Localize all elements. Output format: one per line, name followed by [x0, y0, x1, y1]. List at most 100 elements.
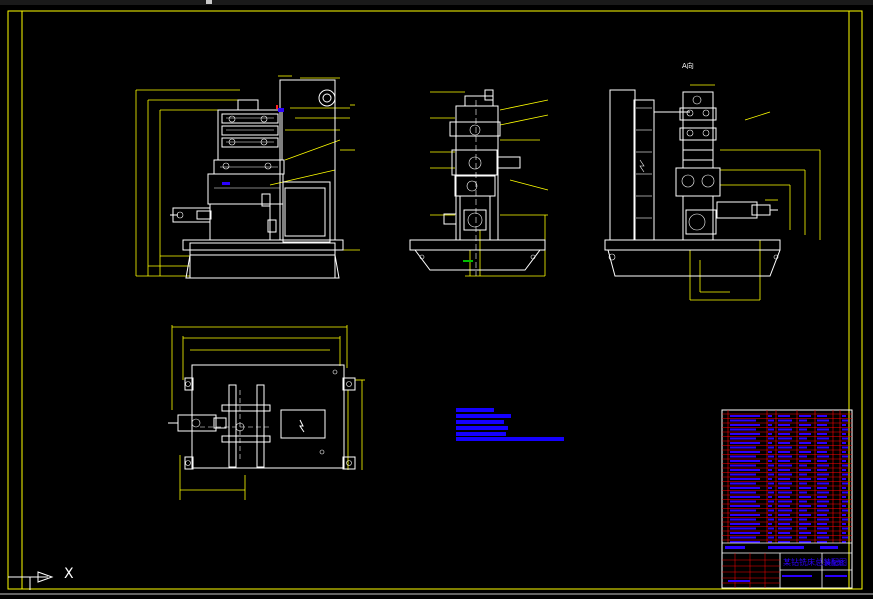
parts-list-cell-fill — [778, 437, 792, 440]
parts-list-cell-fill — [799, 527, 807, 530]
parts-list-cell-fill — [730, 532, 760, 534]
parts-list-cell-fill — [730, 509, 756, 512]
parts-list-cell-fill — [768, 500, 774, 503]
parts-list-cell-fill — [817, 419, 829, 422]
parts-list-cell-fill — [842, 496, 846, 498]
a-view-label: A向 — [682, 61, 694, 70]
parts-list-cell-fill — [768, 478, 772, 480]
parts-list-cell-fill — [778, 482, 792, 485]
front-view — [135, 75, 360, 279]
parts-list-cell-fill — [799, 415, 811, 417]
parts-list-cell-fill — [817, 460, 827, 462]
parts-list-cell-fill — [778, 496, 790, 498]
technical-notes — [456, 408, 564, 441]
parts-list-cell-fill — [799, 437, 807, 440]
parts-list-cell-fill — [799, 500, 807, 503]
parts-list-cell-fill — [778, 505, 790, 507]
front-view-details — [176, 115, 280, 219]
parts-list-cell-fill — [842, 415, 846, 417]
parts-list-cell-fill — [778, 509, 792, 512]
parts-list-cell-fill — [768, 536, 774, 539]
parts-list-cell-fill — [768, 518, 774, 521]
a-view-body — [604, 89, 781, 277]
parts-list-cell-fill — [817, 500, 829, 503]
parts-list-cell-fill — [768, 491, 774, 494]
parts-list-cell-fill — [799, 424, 811, 426]
parts-list-cell-fill — [768, 428, 774, 431]
parts-list-cell-fill — [768, 505, 772, 507]
parts-list-cell-fill — [842, 509, 848, 512]
parts-list-cell-fill — [842, 455, 848, 458]
parts-list-cell-fill — [799, 491, 807, 494]
parts-list-text — [730, 415, 848, 543]
parts-list-cell-fill — [778, 419, 792, 422]
parts-list-cell-fill — [778, 500, 792, 503]
parts-list-cell-fill — [842, 505, 846, 507]
parts-list-cell-fill — [730, 500, 756, 503]
parts-list-cell-fill — [799, 433, 811, 435]
parts-list-cell-fill — [730, 428, 756, 431]
parts-list-cell-fill — [730, 491, 756, 494]
side-view-details — [419, 100, 536, 276]
parts-list-cell-fill — [730, 487, 760, 489]
parts-list-cell-fill — [768, 442, 772, 444]
parts-list-cell-fill — [799, 536, 807, 539]
parts-list-cell-fill — [799, 541, 811, 543]
note-line-2 — [456, 414, 511, 418]
parts-list-cell-fill — [730, 541, 760, 543]
parts-list-cell-fill — [778, 428, 792, 431]
parts-list-cell-fill — [768, 460, 772, 462]
parts-list-cell-fill — [778, 473, 792, 476]
parts-list-cell-fill — [730, 527, 756, 530]
title-block-fills — [725, 546, 847, 582]
parts-list-cell-fill — [730, 460, 760, 462]
parts-list-cell-fill — [842, 536, 848, 539]
ucs-icon — [8, 571, 54, 590]
parts-list-cell-fill — [730, 514, 760, 516]
parts-list-cell-fill — [817, 505, 827, 507]
parts-list-cell-fill — [817, 487, 827, 489]
parts-list-cell-fill — [842, 478, 846, 480]
parts-list-cell-fill — [799, 460, 811, 462]
parts-list-cell-fill — [778, 424, 790, 426]
parts-list-cell-fill — [768, 451, 772, 453]
parts-list-cell-fill — [799, 469, 811, 471]
parts-list-cell-fill — [817, 496, 827, 498]
parts-list-cell-fill — [799, 428, 807, 431]
parts-list-cell-fill — [817, 518, 829, 521]
parts-list-cell-fill — [768, 487, 772, 489]
parts-list-cell-fill — [842, 532, 846, 534]
parts-list-cell-fill — [799, 451, 811, 453]
sheet-border — [7, 10, 863, 590]
parts-list-cell-fill — [768, 509, 774, 512]
a-view-details — [608, 95, 779, 261]
parts-list-cell-fill — [817, 415, 827, 417]
plan-view — [168, 325, 365, 500]
parts-list-cell-fill — [730, 464, 756, 467]
note-line-1 — [456, 408, 494, 412]
top-toolbar-strip — [0, 0, 873, 5]
parts-list-cell-fill — [768, 482, 774, 485]
parts-list-cell-fill — [799, 509, 807, 512]
parts-list-cell-fill — [778, 455, 792, 458]
parts-list-cell-fill — [842, 500, 848, 503]
front-view-body — [170, 79, 344, 279]
a-view: A向 — [604, 61, 821, 301]
parts-list-cell-fill — [778, 518, 792, 521]
parts-list-cell-fill — [817, 442, 827, 444]
side-view-dimensions — [430, 91, 549, 277]
parts-list-cell-fill — [768, 419, 774, 422]
parts-list-cell-fill — [730, 442, 760, 444]
parts-list-cell-fill — [817, 509, 829, 512]
parts-list-cell-fill — [799, 514, 811, 516]
parts-list-cell-fill — [778, 536, 792, 539]
toolbar-tab[interactable] — [206, 0, 212, 4]
parts-list-cell-fill — [768, 415, 772, 417]
parts-list-cell-fill — [842, 523, 846, 525]
parts-list-cell-fill — [817, 446, 829, 449]
parts-list-cell-fill — [778, 523, 790, 525]
parts-list-cell-fill — [842, 464, 848, 467]
parts-list-cell-fill — [768, 523, 772, 525]
